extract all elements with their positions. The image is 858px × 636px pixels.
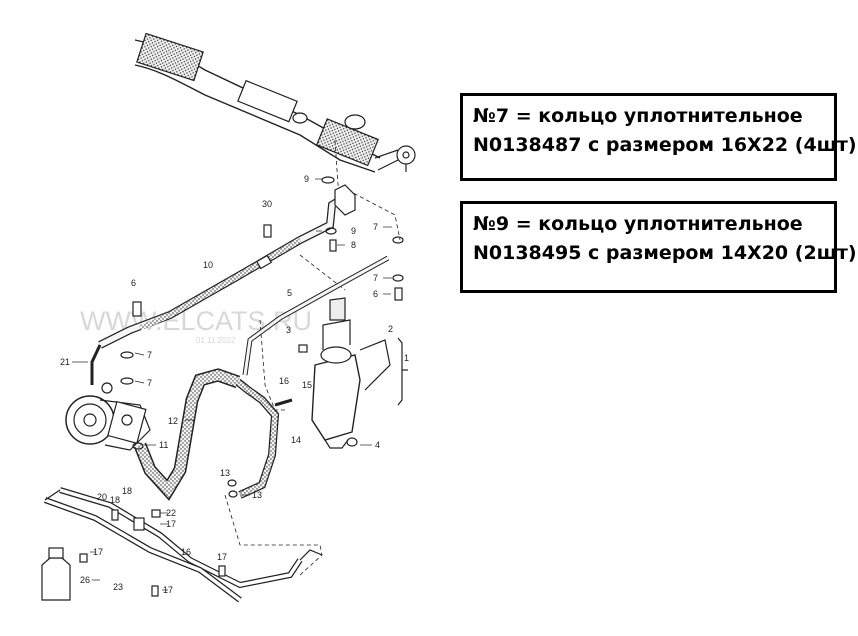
callout-7-pump-bottom: 7 (147, 378, 152, 388)
callout-3: 3 (286, 325, 291, 335)
callout-9-mid: 9 (351, 226, 356, 236)
hose-16 (235, 378, 293, 499)
note-ring-9: №9 = кольцо уплотнительное N0138495 с ра… (460, 201, 857, 293)
callout-22: 20 (97, 492, 107, 502)
bracket-1 (397, 337, 408, 406)
callout-10: 10 (203, 260, 213, 270)
hose-12 (133, 368, 241, 501)
callout-14: 14 (291, 435, 301, 445)
callout-26: 30 (262, 199, 272, 209)
bolts (79, 224, 403, 597)
callout-23: 22 (166, 508, 176, 518)
callout-leaders (72, 178, 392, 591)
fluid-bottle (41, 547, 71, 601)
callout-20: 17 (166, 519, 176, 529)
callout-21-b: 18 (110, 495, 120, 505)
callout-2: 2 (388, 324, 393, 334)
callout-11: 11 (159, 440, 168, 450)
callout-12: 12 (168, 416, 178, 426)
callout-30: 26 (80, 575, 90, 585)
callout-25: 21 (60, 357, 70, 367)
callout-18-mid: 17 (217, 552, 227, 562)
note-ring-7-part: N0138487 с размером 16X22 (4шт) (473, 134, 857, 156)
cooling-pipe-17 (43, 487, 323, 603)
callout-17: 16 (181, 547, 191, 557)
callout-21-a: 18 (122, 486, 132, 496)
part-callouts: 9 30 7 9 8 10 7 6 6 5 3 2 1 7 21 7 16 15… (60, 174, 409, 595)
steering-rack (134, 32, 416, 173)
callout-6-left: 6 (131, 278, 136, 288)
note-ring-7-title: №7 = кольцо уплотнительное (473, 105, 803, 127)
callout-8: 8 (351, 240, 356, 250)
hose-10 (90, 191, 351, 385)
fluid-reservoir (311, 297, 391, 449)
callout-9-top: 9 (304, 174, 309, 184)
watermark-date: 01.11.2022 (196, 336, 236, 345)
note-ring-9-part: N0138495 с размером 14X20 (2шт) (473, 242, 857, 264)
callout-7-right-top: 7 (373, 222, 378, 232)
callout-7-right-bottom: 7 (373, 273, 378, 283)
power-steering-pump (65, 382, 151, 451)
callout-18-bottom: 17 (163, 585, 173, 595)
callout-13-top: 13 (220, 468, 230, 478)
hose-5 (242, 255, 390, 376)
callout-13-right: 13 (252, 490, 262, 500)
callout-7-pump-top: 7 (147, 350, 152, 360)
callout-6-right: 6 (373, 289, 378, 299)
callout-18-left: 17 (93, 547, 103, 557)
note-ring-7: №7 = кольцо уплотнительное N0138487 с ра… (460, 93, 857, 181)
leader-lines (224, 139, 401, 576)
callout-15: 15 (302, 380, 312, 390)
seal-rings (120, 176, 404, 498)
callout-1: 1 (404, 353, 409, 363)
note-ring-9-title: №9 = кольцо уплотнительное (473, 213, 803, 235)
callout-4: 4 (375, 440, 380, 450)
callout-5: 5 (287, 288, 292, 298)
callout-16: 16 (279, 376, 289, 386)
callout-24: 23 (113, 582, 123, 592)
